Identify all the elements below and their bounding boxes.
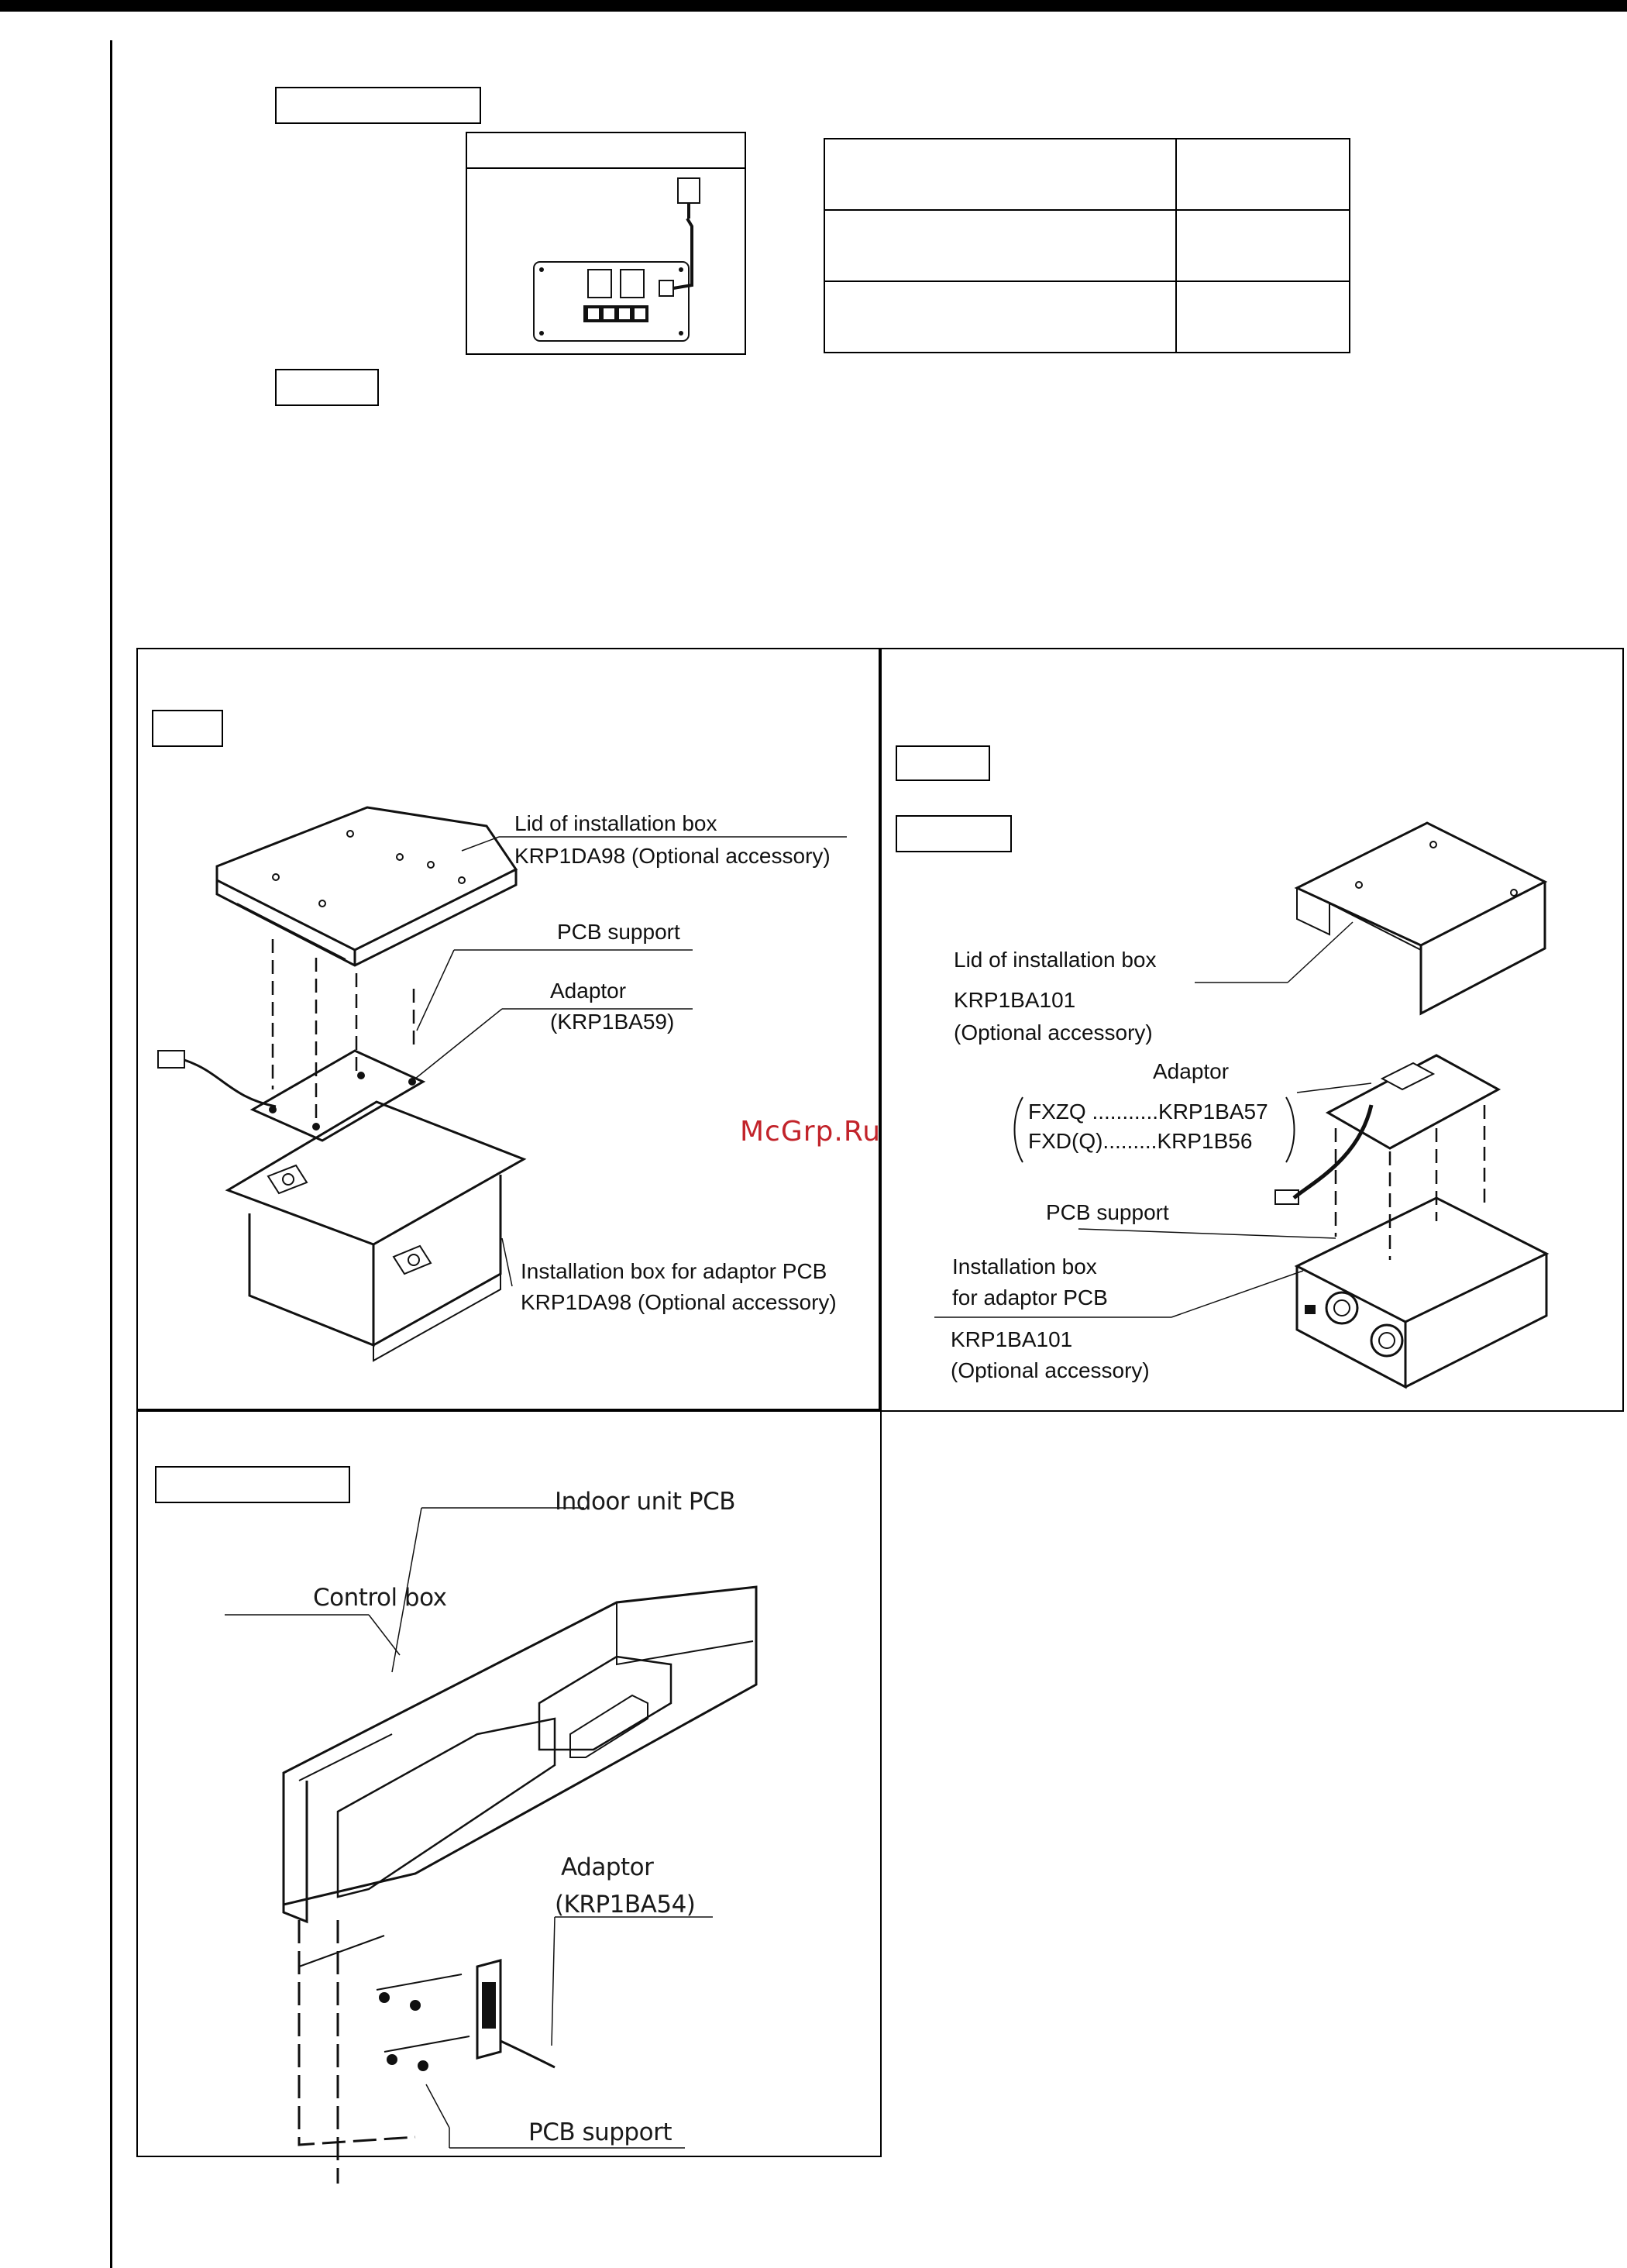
bl-adaptor-model: (KRP1BA54) <box>555 1891 696 1919</box>
bl-adaptor-label: Adaptor <box>561 1853 654 1881</box>
tl-install-box-model: KRP1DA98 (Optional accessory) <box>521 1290 837 1314</box>
installation-box-exploded-diagram <box>157 806 847 1362</box>
tr-install-box-label-2: for adaptor PCB <box>952 1285 1108 1310</box>
tr-pcb-support-label: PCB support <box>1046 1200 1169 1224</box>
adaptor-pcb-frame <box>466 132 746 355</box>
tl-install-box-label: Installation box for adaptor PCB <box>521 1259 827 1283</box>
table-row <box>824 209 1350 282</box>
tr-adaptor-model-2: FXD(Q).........KRP1B56 <box>1028 1129 1253 1153</box>
tl-lid-model: KRP1DA98 (Optional accessory) <box>514 844 831 868</box>
tl-pcb-support-label: PCB support <box>557 920 680 944</box>
header-bar <box>0 0 1627 12</box>
watermark: McGrp.Ru <box>740 1116 882 1148</box>
panel-bl-label-box <box>155 1466 350 1503</box>
tr-lid-model: KRP1BA101 <box>954 988 1076 1012</box>
installation-box-kit-diagram <box>934 821 1550 1389</box>
tr-adaptor-label: Adaptor <box>1153 1059 1230 1083</box>
panel-tr-label-box-2 <box>896 815 1012 852</box>
panel-top-left <box>136 648 882 1412</box>
control-box-diagram <box>225 1507 758 2184</box>
tr-install-box-label-1: Installation box <box>952 1254 1097 1279</box>
tl-lid-label: Lid of installation box <box>514 811 717 835</box>
bl-control-box-label: Control box <box>313 1584 447 1612</box>
bl-pcb-support-label: PCB support <box>528 2118 672 2146</box>
panel-top-right <box>879 648 1624 1412</box>
label-box-top-2 <box>275 369 379 406</box>
adaptor-pcb-frame-divider <box>467 167 745 169</box>
table-row <box>824 280 1350 353</box>
panel-bottom-left <box>136 1409 882 2157</box>
tr-lid-note: (Optional accessory) <box>954 1020 1153 1045</box>
adaptor-pcb-icon <box>533 177 700 342</box>
tr-adaptor-model-1: FXZQ ...........KRP1BA57 <box>1028 1100 1268 1124</box>
page-margin-rule <box>110 40 112 2268</box>
table-row <box>824 138 1350 211</box>
tr-install-box-note: (Optional accessory) <box>951 1358 1150 1382</box>
spec-table <box>824 138 1350 353</box>
tl-adaptor-model: (KRP1BA59) <box>550 1010 675 1034</box>
panel-tl-label-box <box>152 710 223 747</box>
label-box-top-1 <box>275 87 481 124</box>
tl-adaptor-label: Adaptor <box>550 979 627 1003</box>
bl-indoor-pcb-label: Indoor unit PCB <box>555 1488 736 1516</box>
tr-install-box-model: KRP1BA101 <box>951 1327 1073 1351</box>
panel-tr-label-box-1 <box>896 745 990 781</box>
tr-lid-label: Lid of installation box <box>954 948 1157 972</box>
